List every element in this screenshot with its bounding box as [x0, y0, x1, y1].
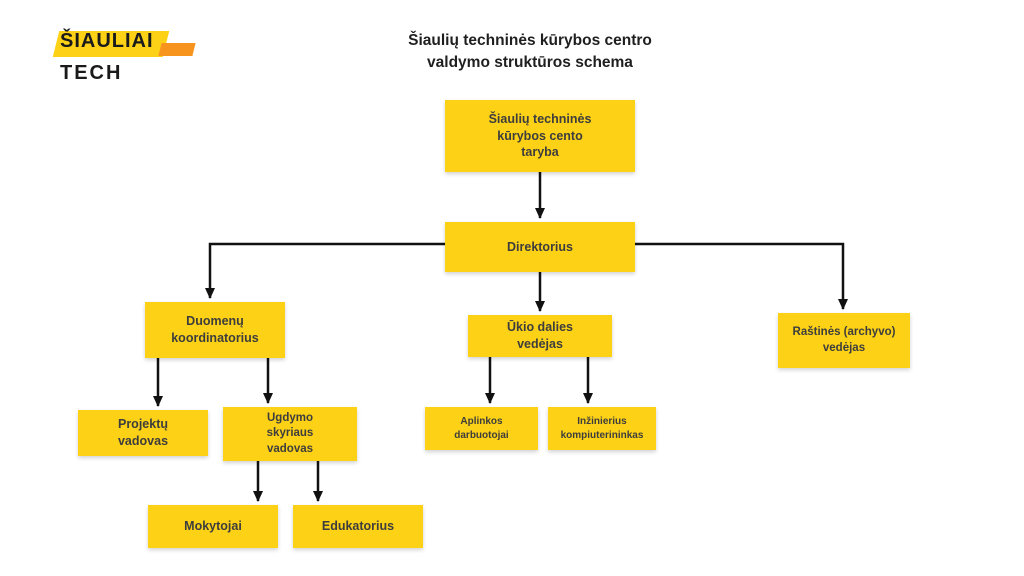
node-ukio-label: Ūkio dalies vedėjas [507, 320, 573, 351]
node-projektu-label: Projektų vadovas [117, 417, 169, 448]
node-direktorius-label: Direktorius [507, 239, 573, 254]
node-projektu-vadovas: Projektų vadovas [78, 410, 208, 456]
node-rastines-label: Raštinės (archyvo) vedėjas [792, 325, 896, 354]
node-duomenu-label: Duomenų koordinatorius [171, 314, 259, 345]
node-inzinierius-kompiuterininkas: Inžinierius kompiuterininkas [548, 407, 656, 450]
node-aplinkos-label: Aplinkos darbuotojai [454, 416, 509, 441]
node-ukio-dalies-vedejas: Ūkio dalies vedėjas [468, 315, 612, 357]
connector-direktorius-rastines [635, 242, 848, 310]
node-direktorius: Direktorius [445, 222, 635, 272]
node-taryba-label: Šiaulių techninės kūrybos cento taryba [488, 111, 592, 160]
node-duomenu-koordinatorius: Duomenų koordinatorius [145, 302, 285, 358]
title-line-1: Šiaulių techninės kūrybos centro [408, 32, 652, 49]
node-taryba: Šiaulių techninės kūrybos cento taryba [445, 100, 635, 172]
logo-text-siauliai: ŠIAULIAI [60, 30, 154, 52]
node-aplinkos-darbuotojai: Aplinkos darbuotojai [425, 407, 538, 450]
logo-text-tech: TECH [60, 62, 123, 84]
node-ugdymo-label: Ugdymo skyriaus vadovas [266, 411, 314, 455]
node-mokytojai-label: Mokytojai [184, 519, 242, 534]
title-line-2: valdymo struktūros schema [427, 54, 633, 72]
node-mokytojai: Mokytojai [148, 505, 278, 548]
node-rastines-vedejas: Raštinės (archyvo) vedėjas [778, 313, 910, 368]
node-inzinierius-label: Inžinierius kompiuterininkas [560, 416, 644, 441]
siauliai-tech-logo: ŠIAULIAI TECH [52, 30, 210, 85]
connector-direktorius-duomenu [205, 242, 445, 299]
logo-orange-shape [158, 43, 196, 56]
node-ugdymo-skyriaus-vadovas: Ugdymo skyriaus vadovas [223, 407, 357, 461]
logo-line1: ŠIAULIAI [52, 30, 210, 60]
node-edukatorius-label: Edukatorius [321, 519, 395, 534]
node-edukatorius: Edukatorius [293, 505, 423, 548]
diagram-title: Šiaulių techninės kūrybos centro valdymo… [330, 30, 730, 75]
